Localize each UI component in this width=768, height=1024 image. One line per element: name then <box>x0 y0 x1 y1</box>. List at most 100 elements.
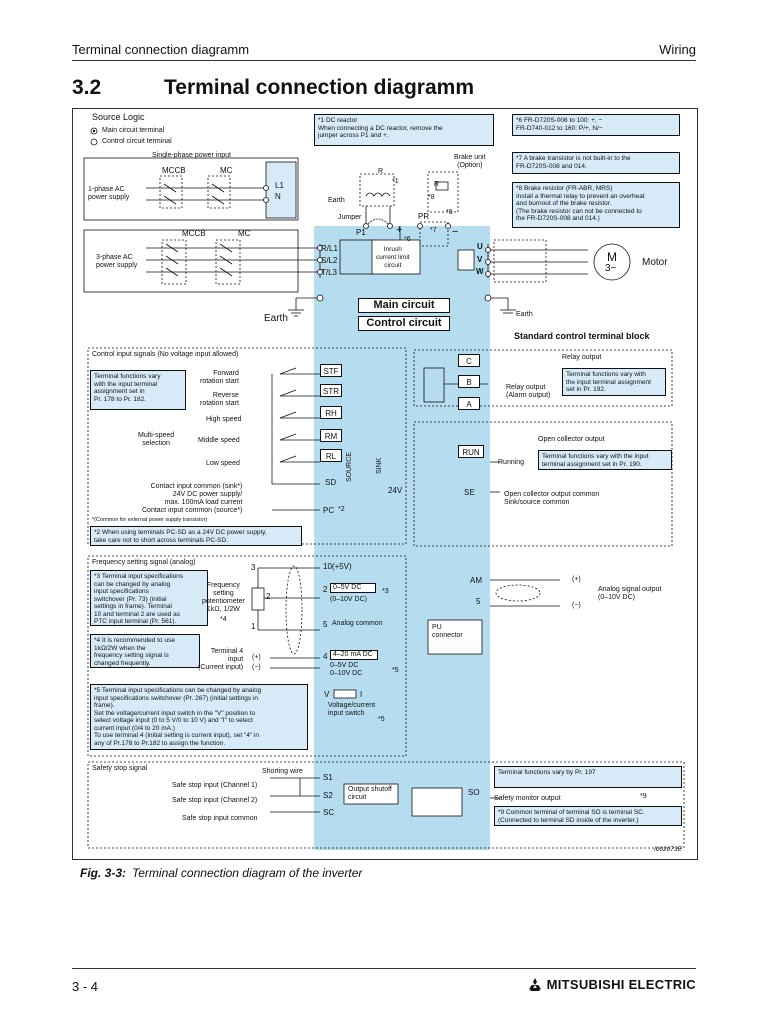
terminal-pc: PC <box>323 506 335 515</box>
page-header: Terminal connection diagramm Wiring <box>72 40 696 61</box>
terminal-stf: STF <box>320 364 342 377</box>
t2-range-a: 0–5V DC <box>333 584 362 591</box>
terminal-run: RUN <box>458 445 484 458</box>
star6-label: *6 <box>404 236 411 243</box>
terminal-10: 10(+5V) <box>323 562 352 571</box>
note-dc-reactor: *1 DC reactor When connecting a DC react… <box>314 114 494 146</box>
star9-label: *9 <box>640 793 647 800</box>
single-phase-title: Single-phase power input <box>152 152 231 159</box>
so-common-note: *9 Common terminal of terminal SO is ter… <box>494 806 682 826</box>
pc-sd-note: *2 When using terminals PC-SD as a 24V D… <box>90 526 302 546</box>
terminal-u: U <box>477 242 483 251</box>
star3-label: *3 <box>382 588 389 595</box>
std-block-label: Standard control terminal block <box>514 331 650 341</box>
mccb-label: MCCB <box>162 166 186 175</box>
star5-label: *5 <box>392 667 399 674</box>
pot-1: 1 <box>251 622 256 631</box>
pot-recommend-note: *4 It is recommended to use 1kΩ/2W when … <box>90 634 200 668</box>
t4-range: 4–20 mA DC <box>330 650 378 660</box>
terminal-am: AM <box>470 576 482 585</box>
am-minus: (−) <box>572 602 581 609</box>
inputs-title: Control input signals (No voltage input … <box>92 351 239 358</box>
rev-label: Reverse rotation start <box>200 392 239 407</box>
one-phase-supply: 1-phase AC power supply <box>88 186 130 201</box>
switch-v: V <box>324 690 330 699</box>
terminal-b: B <box>458 375 480 388</box>
legend-main: Main circuit terminal <box>102 127 165 134</box>
star1-label: *1 <box>392 178 399 185</box>
star6b-label: *6 <box>446 209 453 216</box>
note-brake-transistor: *7 A brake transistor is not built-in to… <box>512 152 680 174</box>
inrush-label: Inrush current limit circuit <box>376 246 410 269</box>
page-footer: 3 - 4 MITSUBISHI ELECTRIC <box>72 968 696 999</box>
mc2-label: MC <box>238 229 251 238</box>
safe-ch1: Safe stop input (Channel 1) <box>172 782 258 789</box>
main-circuit-label: Main circuit <box>358 298 450 313</box>
star8-label: *8 <box>428 194 435 201</box>
analog-output-label: Analog signal output (0–10V DC) <box>598 586 662 601</box>
n-label: N <box>275 192 281 201</box>
legend-title: Source Logic <box>92 112 145 122</box>
terminal-sc: SC <box>323 808 335 817</box>
pot-3: 3 <box>251 563 256 572</box>
oc-common-label: Open collector output common Sink/source… <box>504 491 600 506</box>
running-label: Running <box>498 459 525 466</box>
star5b-label: *5 <box>378 716 385 723</box>
t4-minus: (−) <box>252 664 261 671</box>
relay-vary-note: Terminal functions vary with the input t… <box>562 368 666 396</box>
safe-common: Safe stop input common <box>182 815 258 822</box>
star2-label: *2 <box>338 506 345 513</box>
terminal-sl2: S/L2 <box>321 256 338 265</box>
p1-label: P1 <box>356 228 366 237</box>
earth-label-3: Earth <box>516 311 533 318</box>
mccb2-label: MCCB <box>182 229 206 238</box>
note-terminals-6: *6 FR-D720S-008 to 100: +, − FR-D740-012… <box>512 114 680 136</box>
common-note: *(Common for external power supply trans… <box>92 517 208 523</box>
star7-label: *7 <box>430 227 437 234</box>
section-title: Terminal connection diagramm <box>164 76 475 99</box>
caption-label: Fig. 3-3: <box>80 866 127 880</box>
motor-m: M <box>607 250 617 264</box>
figure-id: I002073E <box>654 846 682 853</box>
input-switch-note: *5 Terminal input specifications can be … <box>90 684 308 750</box>
inputs-vary-note: Terminal functions vary with the input t… <box>90 370 186 410</box>
terminal-2: 2 <box>323 585 328 594</box>
t4-range-b: 0–5V DC 0–10V DC <box>330 662 363 677</box>
terminal-c: C <box>458 354 480 367</box>
safety-monitor: Safety monitor output <box>494 795 561 802</box>
terminal-4: 4 <box>323 652 328 661</box>
brand-name: MITSUBISHI ELECTRIC <box>546 977 696 992</box>
terminal-rh: RH <box>320 406 342 419</box>
middle-label: Middle speed <box>198 437 240 444</box>
header-section: Wiring <box>659 42 696 57</box>
low-label: Low speed <box>206 460 240 467</box>
terminal-5: 5 <box>323 620 328 629</box>
high-label: High speed <box>206 416 242 423</box>
terminal-s2: S2 <box>323 791 333 800</box>
earth-label-2: Earth <box>328 197 345 204</box>
terminal-tl3: T/L3 <box>321 268 338 277</box>
t2-range: 0–5V DC <box>330 583 376 593</box>
pot-2: 2 <box>266 592 271 601</box>
switch-i: I <box>360 690 363 699</box>
terminal-se: SE <box>464 488 475 497</box>
mc-label: MC <box>220 166 233 175</box>
terminal-sd: SD <box>325 478 337 487</box>
brake-unit-label: Brake unit (Option) <box>454 154 486 169</box>
freq-title: Frequency setting signal (analog) <box>92 559 196 566</box>
terminal-so: SO <box>468 788 480 797</box>
mitsubishi-logo-icon <box>528 977 541 991</box>
control-circuit-label: Control circuit <box>358 316 450 331</box>
source-label: SOURCE <box>346 452 353 482</box>
minus-label: − <box>452 226 459 238</box>
jumper-label: Jumper <box>338 214 362 221</box>
terminal-str: STR <box>320 384 342 397</box>
t4-plus: (+) <box>252 654 261 661</box>
pot-label: Frequency setting potentiometer 1kΩ, 1/2… <box>202 582 245 613</box>
terminal-w: W <box>476 267 484 276</box>
am-plus: (+) <box>572 576 581 583</box>
motor-label: Motor <box>642 257 668 268</box>
plus-label: + <box>396 224 403 236</box>
terminal-rl: RL <box>320 449 342 462</box>
three-phase-supply: 3-phase AC power supply <box>96 254 138 269</box>
